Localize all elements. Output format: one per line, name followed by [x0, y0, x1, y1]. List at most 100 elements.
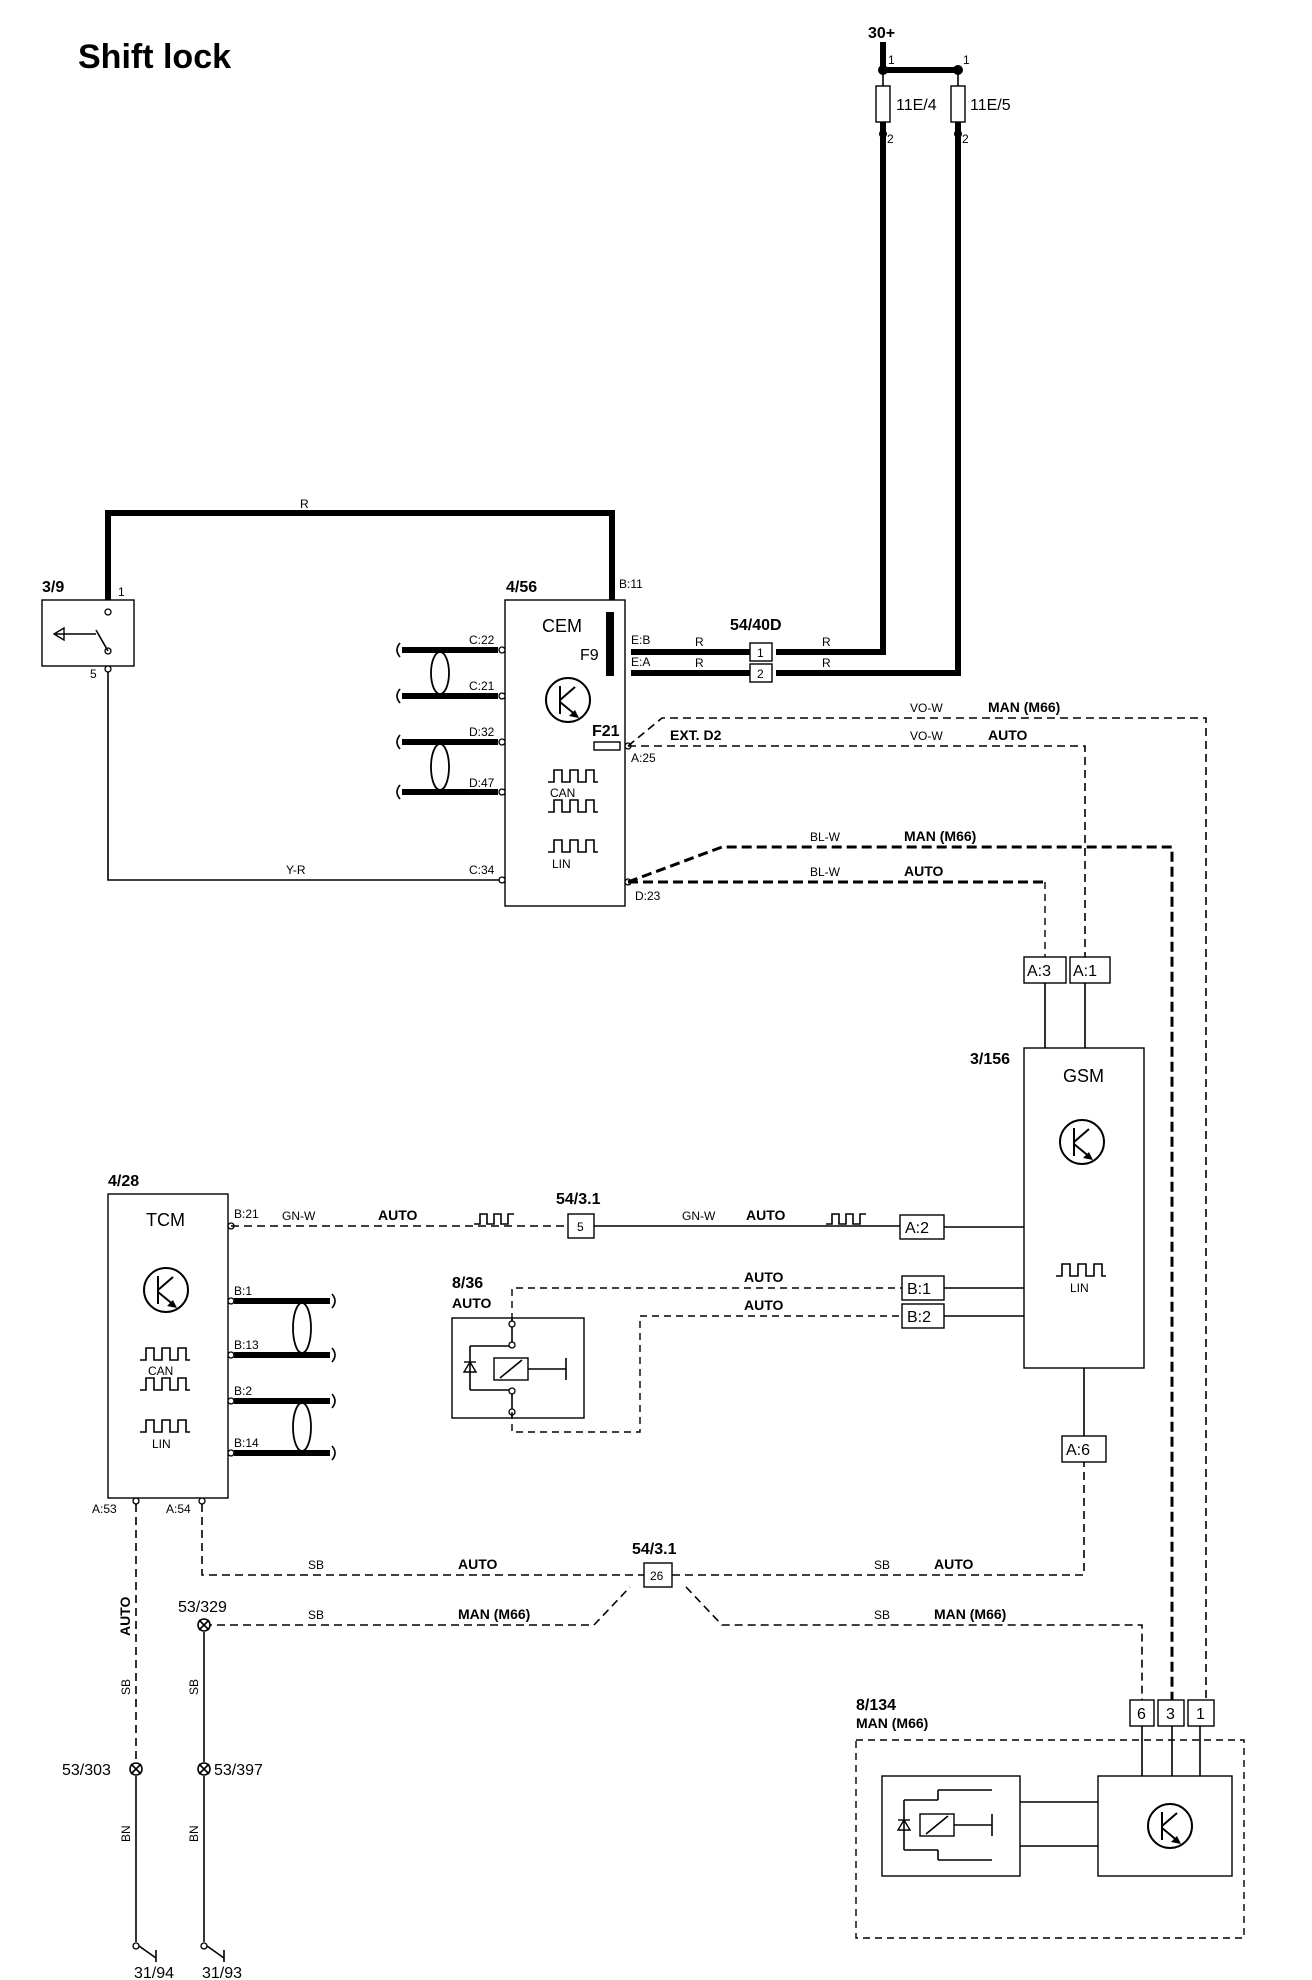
svg-text:3: 3: [1166, 1706, 1175, 1723]
ground-point-53-303: 53/303: [62, 1762, 143, 1779]
svg-text:54/3.1: 54/3.1: [556, 1191, 601, 1208]
svg-text:B:11: B:11: [619, 577, 643, 591]
svg-text:1: 1: [1196, 1706, 1205, 1723]
ground-31-93: 31/93: [200, 1942, 242, 1980]
svg-text:54/3.1: 54/3.1: [632, 1541, 677, 1558]
gsm-name: GSM: [1063, 1066, 1104, 1086]
svg-text:D:47: D:47: [469, 776, 495, 790]
fuse1-pin2: 2: [887, 132, 894, 146]
svg-text:B:21: B:21: [234, 1207, 259, 1221]
battery-label: 30+: [868, 25, 895, 42]
solenoid-8-36: 8/36 AUTO: [451, 1275, 585, 1419]
svg-text:R: R: [822, 635, 831, 649]
connector-54-40d: 54/40D 1 2: [730, 617, 782, 683]
svg-text:A:1: A:1: [1073, 963, 1097, 980]
svg-text:A:54: A:54: [166, 1502, 191, 1516]
diagram-title: Shift lock: [78, 38, 231, 76]
svg-text:BL-W: BL-W: [810, 830, 841, 844]
svg-text:A:3: A:3: [1027, 963, 1051, 980]
svg-text:AUTO: AUTO: [746, 1207, 786, 1223]
shift-lock-switch: 3/9 1 5: [41, 579, 135, 681]
switch-id: 3/9: [42, 579, 64, 596]
svg-text:VO-W: VO-W: [910, 729, 943, 743]
svg-text:AUTO: AUTO: [458, 1556, 498, 1572]
svg-text:MAN (M66): MAN (M66): [934, 1606, 1006, 1622]
cem-can-bus: [396, 642, 498, 800]
fuse-11e5: 11E/5 2: [950, 85, 1011, 146]
wire-vow-auto: [628, 745, 1086, 966]
svg-text:C:22: C:22: [469, 633, 495, 647]
svg-text:D:23: D:23: [635, 889, 661, 903]
fuse-11e4-label: 11E/4: [896, 97, 937, 114]
tcm-module: 4/28 TCM CAN LIN B:21 B:1 B:13 B:2 B:14 …: [92, 1173, 259, 1516]
svg-text:MAN (M66): MAN (M66): [988, 699, 1060, 715]
svg-text:SB: SB: [308, 1608, 324, 1622]
wire-sb-man-left: [204, 1586, 631, 1626]
svg-text:Y-R: Y-R: [286, 863, 306, 877]
svg-text:AUTO: AUTO: [744, 1269, 784, 1285]
svg-text:26: 26: [650, 1569, 664, 1583]
wire-vow-man: [627, 717, 1207, 1714]
svg-text:53/397: 53/397: [214, 1762, 263, 1779]
svg-text:C:21: C:21: [469, 679, 495, 693]
svg-text:B:2: B:2: [907, 1309, 931, 1326]
svg-text:D:32: D:32: [469, 725, 495, 739]
svg-text:GN-W: GN-W: [282, 1209, 316, 1223]
svg-text:6: 6: [1137, 1706, 1146, 1723]
svg-text:VO-W: VO-W: [910, 701, 943, 715]
svg-text:GN-W: GN-W: [682, 1209, 716, 1223]
svg-text:31/93: 31/93: [202, 1965, 242, 1980]
svg-text:B:14: B:14: [234, 1436, 259, 1450]
svg-text:BN: BN: [187, 1825, 201, 1842]
svg-text:B:13: B:13: [234, 1338, 259, 1352]
svg-text:1: 1: [118, 585, 125, 599]
wire-yr: [107, 672, 500, 881]
svg-text:1: 1: [757, 646, 764, 660]
svg-text:8/36: 8/36: [452, 1275, 483, 1292]
svg-text:SB: SB: [874, 1608, 890, 1622]
wire-r-switch-to-cem: [105, 510, 615, 675]
svg-text:BN: BN: [119, 1825, 133, 1842]
svg-text:MAN (M66): MAN (M66): [856, 1715, 928, 1731]
cem-fuse-f9: F9: [580, 647, 599, 664]
connector-54-40d-label: 54/40D: [730, 617, 782, 634]
gsm-id: 3/156: [970, 1051, 1010, 1068]
svg-text:A:53: A:53: [92, 1502, 117, 1516]
tcm-name: TCM: [146, 1210, 185, 1230]
svg-text:E:A: E:A: [631, 655, 650, 669]
svg-text:MAN (M66): MAN (M66): [904, 828, 976, 844]
svg-text:LIN: LIN: [152, 1437, 171, 1451]
svg-text:AUTO: AUTO: [117, 1596, 133, 1636]
wire-sb-auto-tcm: [201, 1504, 644, 1576]
gsm-module: A:3 A:1 3/156 GSM LIN A:2 B:1 B:2 A:6: [899, 956, 1145, 1463]
svg-text:AUTO: AUTO: [378, 1207, 418, 1223]
svg-text:B:2: B:2: [234, 1384, 252, 1398]
ground-point-53-397: 53/397: [197, 1762, 263, 1779]
svg-text:B:1: B:1: [234, 1284, 252, 1298]
svg-text:31/94: 31/94: [134, 1965, 174, 1980]
cem-id: 4/56: [506, 579, 537, 596]
tcm-id: 4/28: [108, 1173, 139, 1190]
cem-module: 4/56 CEM F9 B:11 CAN LIN F21 C:22 C:21 D…: [469, 577, 661, 907]
fuse2-pin2: 2: [962, 132, 969, 146]
svg-text:53/303: 53/303: [62, 1762, 111, 1779]
svg-text:LIN: LIN: [1070, 1281, 1089, 1295]
connector-54-3-1-pin26: 54/3.1 26: [632, 1541, 677, 1588]
cem-fuse-f21: F21: [592, 723, 620, 740]
cem-name: CEM: [542, 616, 582, 636]
svg-text:2: 2: [757, 667, 764, 681]
svg-text:EXT. D2: EXT. D2: [670, 727, 722, 743]
wire-solenoid-b1: [511, 1287, 902, 1320]
svg-text:A:6: A:6: [1066, 1442, 1090, 1459]
svg-text:CAN: CAN: [550, 786, 575, 800]
connector-54-3-1-pin5: 54/3.1 5: [556, 1191, 601, 1239]
feed-wire-11e5: [776, 122, 961, 676]
svg-text:AUTO: AUTO: [934, 1556, 974, 1572]
wire-sb-man-right: [685, 1586, 1143, 1700]
svg-text:SB: SB: [119, 1679, 133, 1695]
wire-blw-man: [627, 845, 1174, 1714]
svg-text:B:1: B:1: [907, 1281, 931, 1298]
svg-text:SB: SB: [308, 1558, 324, 1572]
svg-text:5: 5: [577, 1220, 584, 1234]
svg-text:AUTO: AUTO: [744, 1297, 784, 1313]
